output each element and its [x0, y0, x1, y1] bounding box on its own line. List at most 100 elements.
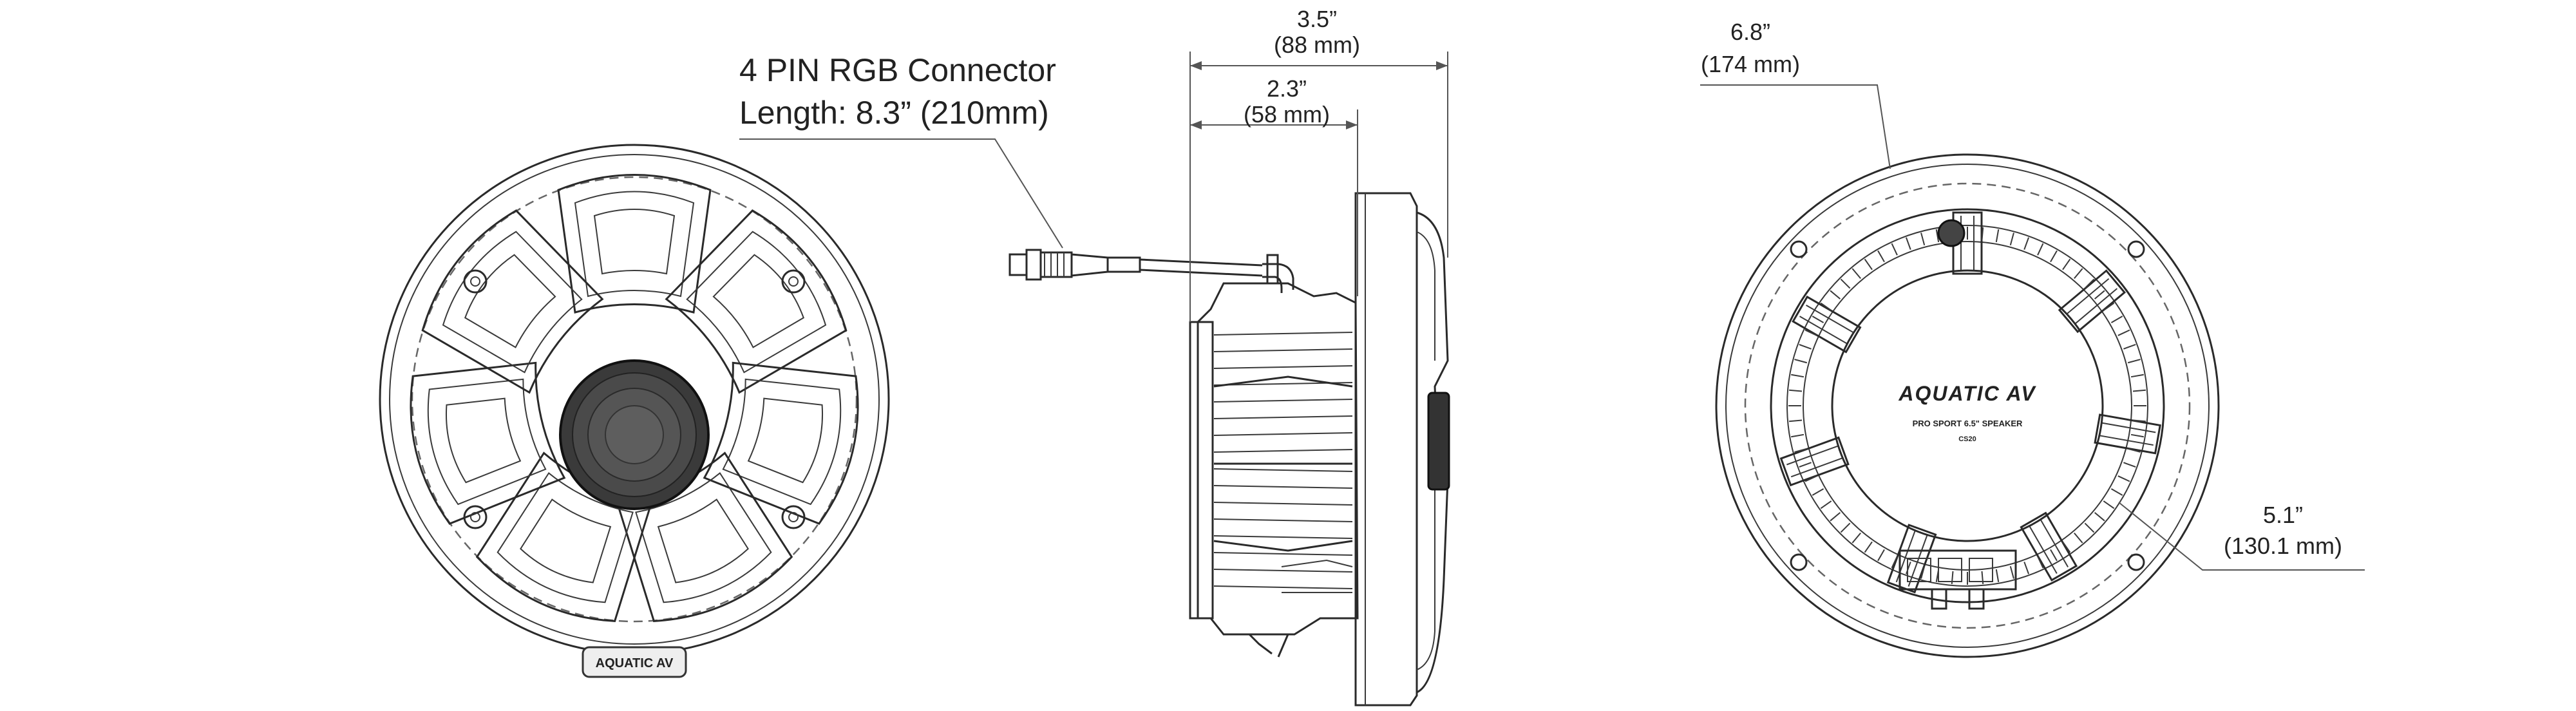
tweeter-grille [559, 359, 710, 510]
basket-vent [2103, 302, 2115, 311]
back-basket-inner-ring [1786, 225, 2148, 587]
basket-rib [1792, 295, 1862, 354]
heatsink-fin [1213, 569, 1353, 573]
depth-overall-metric-label: (88 mm) [1274, 32, 1360, 58]
grille-window [421, 209, 604, 394]
heatsink-fin [1213, 399, 1353, 403]
heatsink-fin [1213, 502, 1353, 506]
basket-vent [1995, 569, 2000, 582]
basket-vent [2103, 500, 2115, 509]
basket-vent [1905, 237, 1911, 250]
basket-rib [2058, 269, 2126, 334]
basket-vent [2023, 237, 2030, 250]
basket-vent [1788, 389, 1803, 392]
basket-vent [2062, 258, 2071, 270]
cutout-diameter-metric-label: (130.1 mm) [2224, 533, 2342, 559]
basket-vent [1877, 250, 1885, 263]
basket-vent [1891, 243, 1898, 256]
basket-vent [2123, 462, 2136, 468]
cutout-diameter-leader [2118, 502, 2365, 571]
front-mount-circle [411, 176, 858, 623]
heatsink-fin [1213, 485, 1353, 489]
side-view: 3.5” (88 mm) 2.3” (58 mm) 4 PIN RGB Conn… [739, 6, 1450, 706]
magnet-brand: AQUATIC AV [1898, 382, 2036, 405]
outer-diameter-label: 6.8” [1730, 19, 1770, 45]
basket-vent [2110, 316, 2123, 323]
terminal-block [1899, 549, 2017, 610]
basket-vent [2074, 532, 2083, 544]
basket-vent [2094, 290, 2105, 299]
depth-overall-dimension [1189, 52, 1448, 322]
basket-vent [1830, 290, 1841, 299]
basket-vent [2050, 549, 2058, 562]
basket-vent [2127, 359, 2141, 364]
heatsink-fin [1213, 518, 1353, 522]
rgb-connector-cable [1009, 249, 1294, 293]
grille-window [665, 209, 848, 394]
heatsink-fin [1213, 585, 1353, 589]
basket-body [1189, 282, 1359, 658]
depth-mount-label: 2.3” [1267, 75, 1307, 102]
basket-vent [1812, 316, 1824, 323]
basket-vent [1791, 374, 1804, 378]
back-outer-rim [1715, 153, 2220, 658]
front-inner-rim [389, 154, 880, 645]
front-view: AQUATIC AV [379, 144, 890, 678]
basket-vent [1840, 278, 1851, 289]
back-view: AQUATIC AV PRO SPORT 6.5" SPEAKER CS20 6… [1700, 19, 2365, 658]
basket-vent [2050, 250, 2058, 263]
heatsink-fin [1213, 432, 1353, 436]
basket-vent [1804, 329, 1817, 336]
basket-vent [1794, 359, 1808, 364]
basket-strut [1213, 375, 1353, 552]
basket-vent [2127, 448, 2141, 453]
back-basket-ring [1770, 208, 2165, 603]
cutout-diameter-label: 5.1” [2263, 502, 2303, 528]
basket-vent [2009, 565, 2014, 579]
basket-vent [2123, 343, 2136, 350]
heatsink-fin [1213, 535, 1353, 539]
outer-diameter-leader [1700, 84, 1891, 169]
basket-vent [1864, 541, 1873, 553]
basket-vent [2117, 329, 2130, 336]
grille-window [410, 361, 566, 525]
depth-overall-label: 3.5” [1297, 6, 1337, 32]
grille-window [703, 361, 859, 525]
basket-vent [2084, 278, 2095, 289]
basket-vent [1804, 475, 1817, 482]
basket-vent [1799, 462, 1812, 468]
basket-vent [1852, 268, 1861, 280]
heatsink-fin [1213, 365, 1353, 369]
basket-vent [2084, 522, 2095, 533]
basket-vent [1820, 500, 1832, 509]
basket-vent [1920, 565, 1926, 579]
grille-window [557, 174, 712, 314]
basket-vent [2130, 433, 2144, 438]
basket-vent [1877, 549, 1885, 562]
magnet-model: PRO SPORT 6.5" SPEAKER [1913, 419, 2023, 428]
basket-vent [1794, 448, 1808, 453]
connector-leader-line [739, 138, 1063, 249]
basket-vent [1920, 232, 1926, 246]
basket-vent [2009, 232, 2014, 246]
basket-vent [1935, 229, 1940, 243]
side-bezel [1354, 192, 1450, 706]
basket-vent [1852, 532, 1861, 544]
heatsink-fin [1213, 449, 1353, 453]
basket-vent [2037, 243, 2044, 256]
basket-vent [2062, 541, 2071, 553]
basket-vent [1799, 343, 1812, 350]
basket-vent [2132, 419, 2146, 422]
basket-vent [1864, 258, 1873, 270]
basket-rib [2020, 511, 2078, 582]
back-screws [1790, 240, 2145, 571]
front-badge-text: AQUATIC AV [596, 656, 674, 670]
heatsink-fin [1213, 552, 1353, 556]
basket-vent [2023, 562, 2030, 574]
depth-mount-metric-label: (58 mm) [1244, 101, 1330, 128]
basket-vent [1791, 433, 1804, 438]
basket-ribs [1779, 211, 2162, 594]
magnet-part: CS20 [1958, 435, 1976, 443]
basket-vent [1830, 512, 1841, 522]
